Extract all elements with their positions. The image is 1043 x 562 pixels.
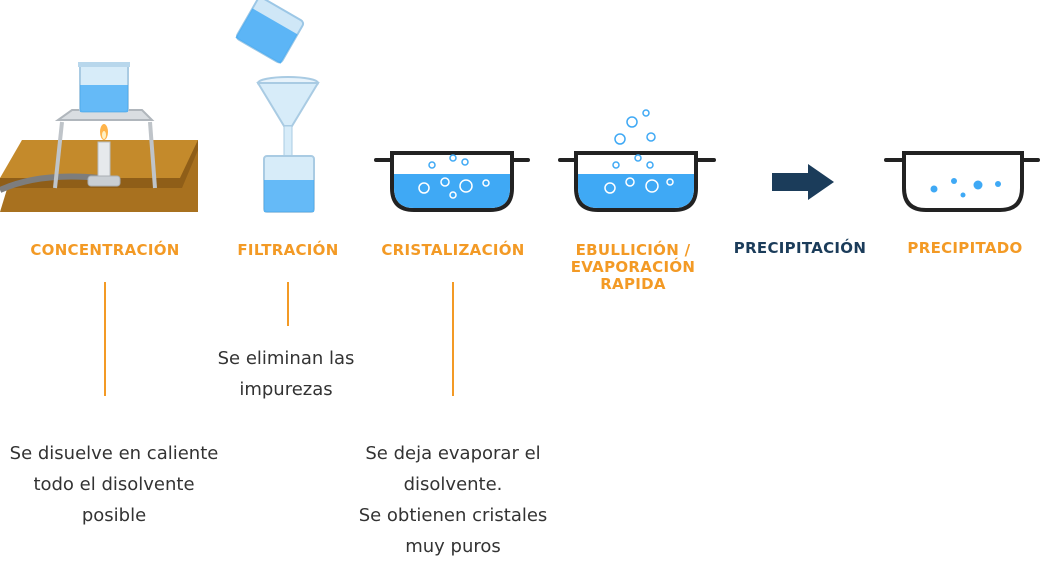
label-ebullicion: EBULLICIÓN / EVAPORACIÓN RAPIDA	[548, 242, 718, 293]
connector-cristalizacion	[452, 282, 454, 396]
label-concentracion: CONCENTRACIÓN	[30, 241, 180, 259]
label-precipitado: PRECIPITADO	[907, 239, 1023, 257]
description-line: disolvente.	[403, 474, 503, 495]
description-line: Se deja evaporar el	[365, 443, 541, 464]
description-cristalizacion: Se deja evaporar el disolvente. Se obtie…	[340, 438, 566, 562]
illustrations	[0, 0, 1040, 213]
label-cristalizacion: CRISTALIZACIÓN	[381, 241, 525, 259]
description-line: todo el disolvente	[33, 474, 195, 495]
bunsen-burner-icon	[0, 62, 198, 212]
arrow-right-icon	[772, 164, 834, 200]
description-line: Se eliminan las	[217, 348, 355, 369]
pot-precipitate-icon	[884, 151, 1040, 212]
label-ebullicion-line2: EVAPORACIÓN	[570, 258, 696, 276]
description-concentracion: Se disuelve en caliente todo el disolven…	[0, 438, 228, 531]
filter-funnel-icon	[235, 0, 320, 213]
description-line: posible	[81, 505, 147, 526]
description-line: Se obtienen cristales	[358, 505, 548, 526]
description-line: impurezas	[239, 379, 333, 400]
description-line: Se disuelve en caliente	[9, 443, 219, 464]
label-filtracion: FILTRACIÓN	[237, 241, 339, 259]
description-filtracion: Se eliminan las impurezas	[200, 343, 372, 405]
connector-filtracion	[287, 282, 289, 326]
boiling-pot-icon	[558, 109, 716, 212]
connector-concentracion	[104, 282, 106, 396]
description-line: muy puros	[405, 536, 501, 557]
label-ebullicion-line3: RAPIDA	[600, 275, 666, 293]
label-ebullicion-line1: EBULLICIÓN /	[575, 241, 691, 259]
label-precipitacion: PRECIPITACIÓN	[733, 239, 867, 257]
pot-crystals-icon	[374, 151, 530, 212]
